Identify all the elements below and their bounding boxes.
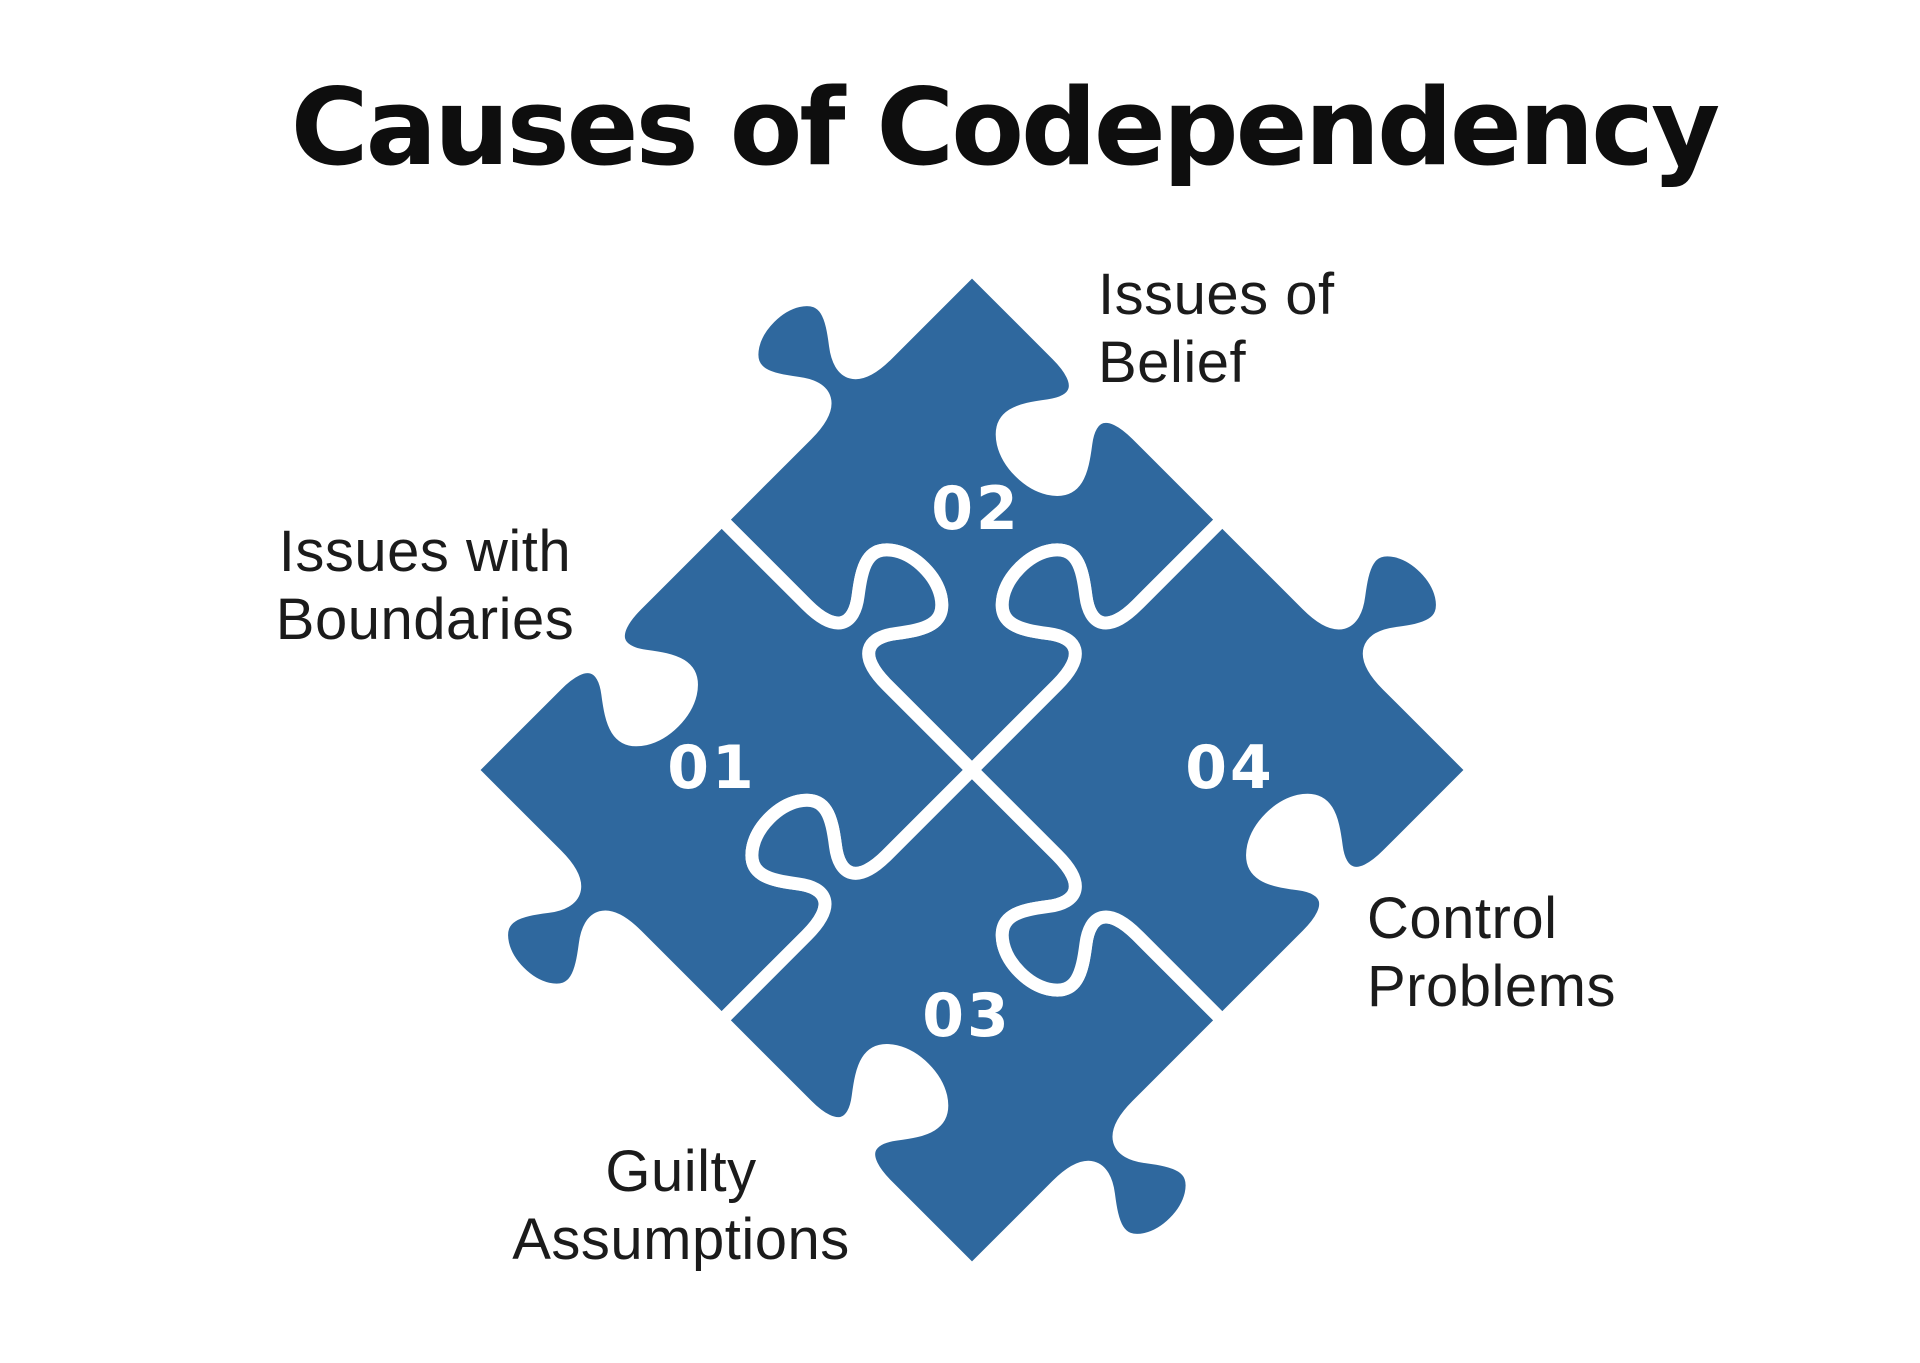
label-line: Control <box>1367 886 1558 951</box>
page-title: Causes of Codependency <box>290 66 1720 189</box>
label-line: Issues with <box>278 519 572 584</box>
piece-number-03: 03 <box>922 981 1012 1051</box>
puzzle-pieces-group <box>464 262 1480 1278</box>
label-line: Issues of <box>1098 262 1335 327</box>
piece-number-01: 01 <box>667 733 757 803</box>
piece-number-02: 02 <box>931 474 1021 544</box>
label-control-problems: Control Problems <box>1367 885 1787 1021</box>
label-line: Boundaries <box>275 587 575 652</box>
label-line: Guilty <box>605 1139 757 1204</box>
puzzle-piece-04 <box>965 513 1480 1027</box>
label-line: Problems <box>1367 954 1616 1019</box>
label-issues-of-belief: Issues of Belief <box>1098 261 1518 397</box>
label-guilty-assumptions: Guilty Assumptions <box>466 1138 896 1274</box>
label-issues-with-boundaries: Issues with Boundaries <box>250 518 600 654</box>
label-line: Assumptions <box>512 1207 850 1272</box>
piece-number-04: 04 <box>1185 733 1275 803</box>
label-line: Belief <box>1098 330 1247 395</box>
